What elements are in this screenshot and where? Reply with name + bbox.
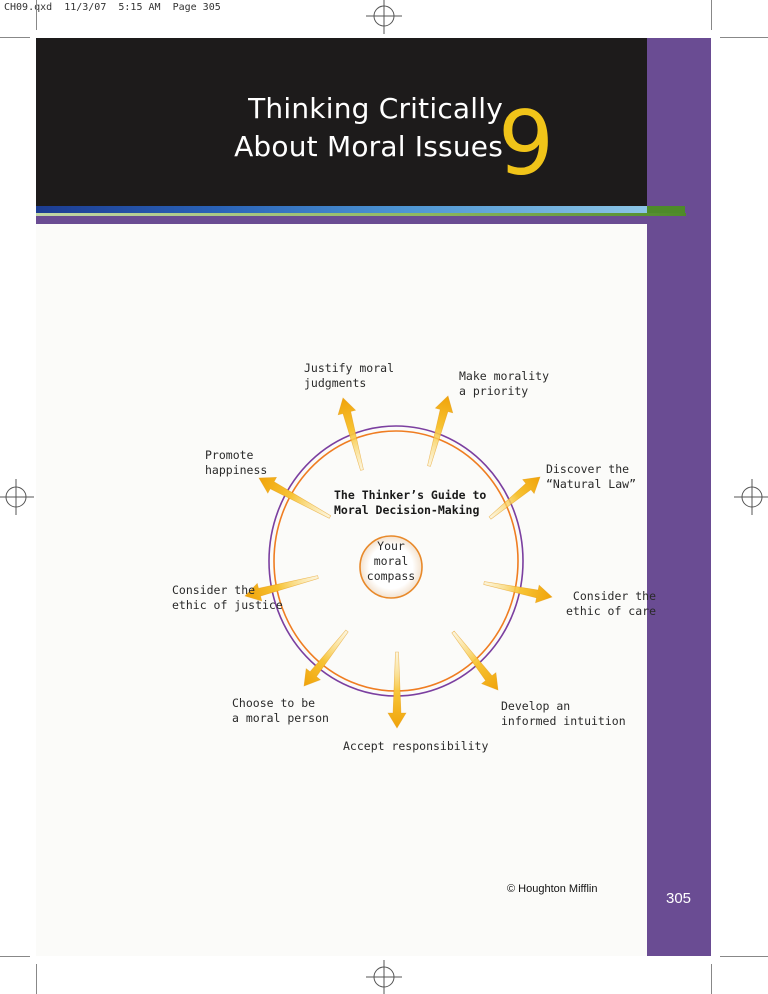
header-rule-purple — [36, 216, 647, 224]
label-consider-ethic-of-justice: Consider the ethic of justice — [172, 583, 283, 612]
label-promote-happiness: Promote happiness — [205, 448, 268, 477]
arrow-consider-ethic-of-justice — [244, 575, 319, 602]
file-slug: CH09.qxd 11/3/07 5:15 AM Page 305 — [4, 2, 221, 13]
crop-mark-bottom-left-v — [36, 964, 37, 994]
arrow-justify-moral-judgments — [337, 397, 364, 471]
arrow-consider-ethic-of-care — [483, 581, 553, 604]
label-develop-informed-intuition: Develop an informed intuition — [501, 699, 626, 728]
arrow-promote-happiness — [258, 477, 332, 519]
arrow-make-morality-a-priority — [427, 395, 454, 467]
registration-mark-top — [366, 0, 402, 34]
crop-mark-bottom-right-v — [711, 964, 712, 994]
header-rule-tip — [647, 206, 685, 213]
header-rule-green — [36, 213, 686, 216]
chapter-title-line-1: Thinking Critically — [248, 92, 503, 125]
label-discover-natural-law: Discover the “Natural Law” — [546, 462, 637, 491]
compass-center-label: Your moral compass — [366, 539, 416, 583]
crop-mark-top-right-v — [711, 0, 712, 30]
label-choose-to-be-moral-person: Choose to be a moral person — [232, 696, 329, 725]
label-make-morality-a-priority: Make morality a priority — [459, 369, 550, 398]
arrow-develop-informed-intuition — [451, 630, 499, 691]
label-accept-responsibility: Accept responsibility — [343, 739, 489, 753]
crop-mark-top-left-h — [0, 37, 30, 38]
page-number: 305 — [666, 890, 692, 907]
arrow-discover-natural-law — [488, 476, 541, 520]
registration-mark-left — [0, 479, 34, 515]
arrow-choose-to-be-moral-person — [303, 629, 349, 687]
chapter-title: Thinking Critically About Moral Issues — [234, 90, 503, 166]
header-rule-blue — [36, 206, 647, 213]
image-credit: © Houghton Mifflin — [507, 883, 598, 895]
chapter-header-band — [36, 38, 647, 206]
label-consider-ethic-of-care: Consider the ethic of care — [566, 589, 657, 618]
crop-mark-bottom-right-h — [720, 956, 768, 957]
diagram-title: The Thinker’s Guide to Moral Decision-Ma… — [334, 488, 487, 517]
chapter-number: 9 — [498, 92, 554, 195]
chapter-title-line-2: About Moral Issues — [234, 130, 503, 163]
registration-mark-bottom — [366, 960, 402, 994]
crop-mark-bottom-left-h — [0, 956, 30, 957]
arrow-accept-responsibility — [387, 651, 407, 729]
compass-hub — [359, 535, 423, 599]
crop-mark-top-left-v — [36, 0, 37, 30]
crop-mark-top-right-h — [720, 37, 768, 38]
label-justify-moral-judgments: Justify moral judgments — [304, 361, 395, 390]
side-purple-bar — [647, 38, 711, 956]
registration-mark-right — [734, 479, 768, 515]
